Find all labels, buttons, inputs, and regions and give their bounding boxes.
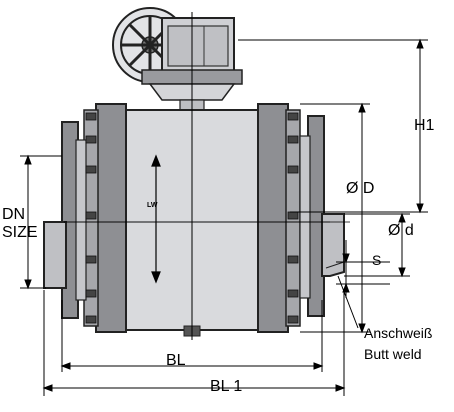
right-pipe-end xyxy=(321,213,345,277)
size-label: SIZE xyxy=(2,224,38,241)
dimension-lines xyxy=(20,38,428,396)
left-pipe-end xyxy=(43,221,67,289)
bl-label: BL xyxy=(166,352,186,369)
lw-label: LW xyxy=(147,202,158,209)
gearbox xyxy=(141,17,243,111)
dn-label: DN xyxy=(2,206,26,223)
bl1-label: BL 1 xyxy=(210,378,243,395)
anschweiss-label: Anschweiß xyxy=(364,325,433,341)
outer-diameter-label: Ø D xyxy=(346,180,375,197)
h1-label: H1 xyxy=(414,117,435,134)
right-body-flange xyxy=(257,103,301,333)
butt-weld-label: Butt weld xyxy=(364,346,422,362)
lw-dimension xyxy=(151,154,161,284)
right-end-flange xyxy=(299,115,325,317)
wall-thickness-label: S xyxy=(372,252,382,268)
inner-diameter-label: Ø d xyxy=(388,222,414,239)
flange-bolts xyxy=(85,112,299,324)
